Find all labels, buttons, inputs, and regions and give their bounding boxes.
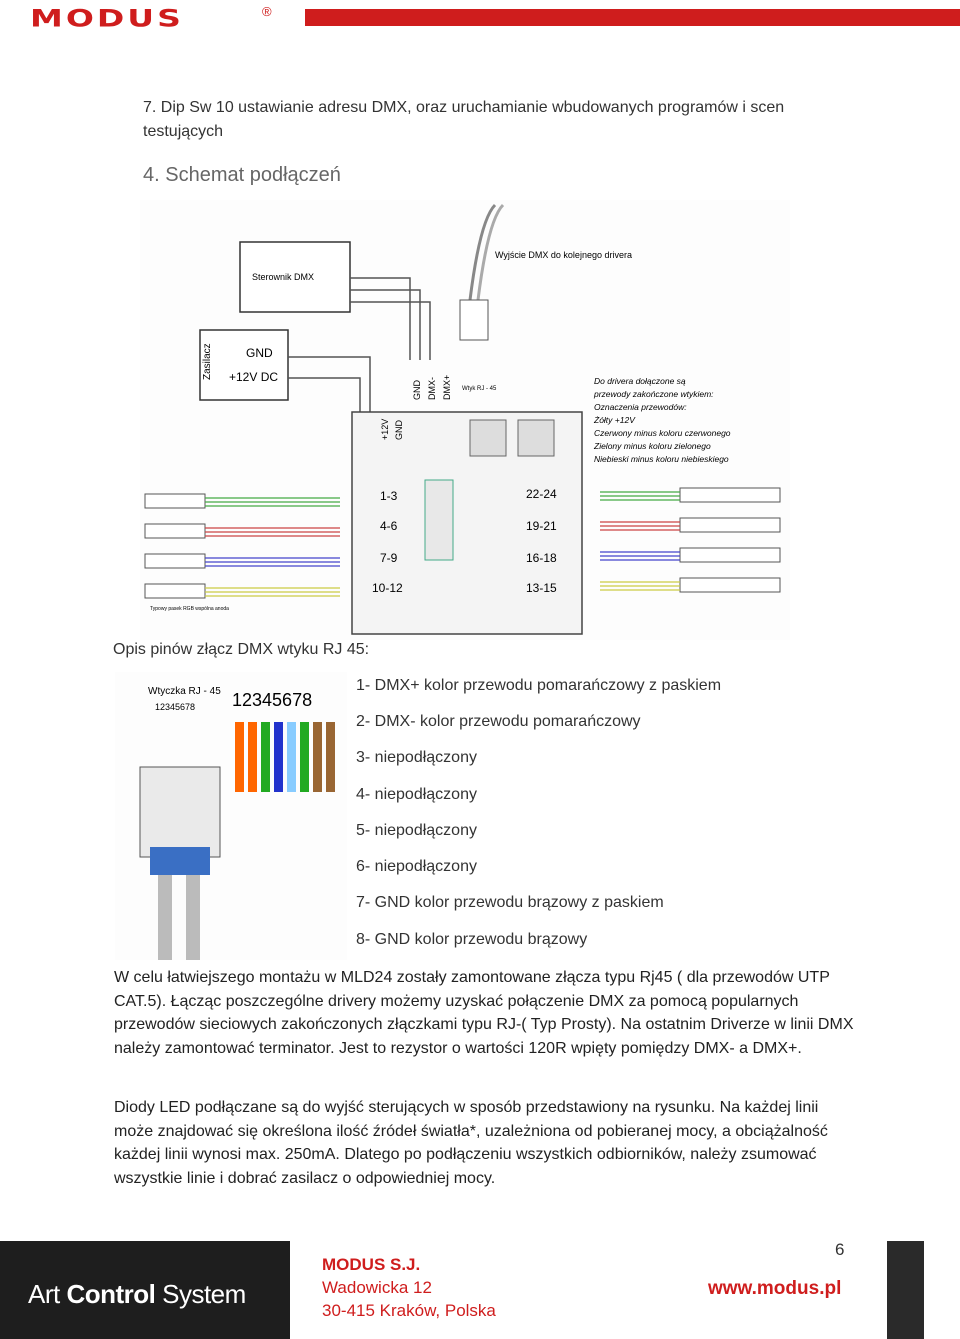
website-link[interactable]: www.modus.pl (708, 1278, 842, 1299)
psu-12v-label: +12V DC (229, 370, 278, 384)
pin-6: 6- niepodłączony (356, 858, 477, 875)
svg-text:Typowy pasek RGB wspólna anoda: Typowy pasek RGB wspólna anoda (150, 606, 229, 612)
svg-text:Oznaczenia przewodów:: Oznaczenia przewodów: (594, 402, 687, 412)
section-4-heading: 4. Schemat podłączeń (143, 164, 341, 186)
svg-text:GND: GND (394, 420, 404, 441)
rj45-heading: Opis pinów złącz DMX wtyku RJ 45: (113, 641, 370, 658)
channel-13-15: 13-15 (526, 581, 557, 595)
section-7-heading: 7. Dip Sw 10 ustawianie adresu DMX, oraz… (143, 99, 785, 140)
pin-3: 3- niepodłączony (356, 749, 477, 766)
rj45-plug-diagram: Wtyczka RJ - 45 12345678 12345678 (115, 672, 347, 960)
svg-text:DMX-: DMX- (427, 377, 437, 400)
pin-8: 8- GND kolor przewodu brązowy (356, 931, 588, 948)
svg-text:GND: GND (412, 380, 422, 401)
dmx-output-label: Wyjście DMX do kolejnego drivera (495, 250, 632, 260)
psu-gnd-label: GND (246, 346, 273, 360)
svg-text:12345678: 12345678 (155, 702, 195, 712)
footer-dark-panel (0, 1241, 290, 1339)
svg-text:DMX+: DMX+ (442, 375, 452, 400)
paragraph-dmx: W celu łatwiejszego montażu w MLD24 zost… (114, 969, 854, 1057)
channel-1-3: 1-3 (380, 489, 398, 503)
pin-2: 2- DMX- kolor przewodu pomarańczowy (356, 713, 641, 730)
rj45-output-plug (459, 299, 489, 341)
psu-label: Zasilacz (202, 343, 213, 380)
wiring-diagram: Sterownik DMX Zasilacz GND +12V DC Wyjśc… (140, 200, 790, 640)
channel-7-9: 7-9 (380, 551, 398, 565)
svg-text:Wtyczka RJ - 45: Wtyczka RJ - 45 (148, 686, 221, 697)
art-control-system-brand: Art Control System (28, 1279, 246, 1309)
page-number: 6 (835, 1240, 845, 1259)
svg-text:Do drivera dołączone są: Do drivera dołączone są (594, 376, 686, 386)
channel-16-18: 16-18 (526, 551, 557, 565)
company-name: MODUS S.J. (322, 1255, 421, 1274)
modus-logo: MODUS (30, 4, 184, 33)
svg-text:Niebieski minus koloru niebi: Niebieski minus koloru niebieskiego (594, 454, 729, 464)
footer-right-bar (887, 1241, 924, 1339)
svg-text:12345678: 12345678 (232, 690, 312, 710)
svg-text:Żółty +12V: Żółty +12V (593, 415, 636, 425)
company-city: 30-415 Kraków, Polska (322, 1301, 496, 1320)
registered-mark: ® (262, 4, 272, 19)
pin-1: 1- DMX+ kolor przewodu pomarańczowy z pa… (356, 677, 722, 694)
svg-text:+12V: +12V (380, 419, 390, 440)
svg-text:Wtyk RJ - 45: Wtyk RJ - 45 (462, 386, 497, 392)
channel-4-6: 4-6 (380, 519, 398, 533)
svg-text:Zielony minus koloru ziel: Zielony minus koloru zielonego (593, 441, 711, 451)
pin-7: 7- GND kolor przewodu brązowy z paskiem (356, 894, 664, 911)
channel-10-12: 10-12 (372, 581, 403, 595)
dmx-controller-box (239, 241, 351, 313)
channel-19-21: 19-21 (526, 519, 557, 533)
paragraph-led: Diody LED podłączane są do wyjść sterują… (114, 1099, 828, 1187)
pin-5: 5- niepodłączony (356, 822, 477, 839)
pin-4: 4- niepodłączony (356, 786, 477, 803)
svg-text:przewody zakończone wtykiem:: przewody zakończone wtykiem: (593, 389, 714, 399)
svg-text:Czerwony minus koloru czerwon: Czerwony minus koloru czerwonego (594, 428, 731, 438)
power-supply-box (199, 329, 289, 401)
header-red-bar (305, 9, 960, 26)
channel-22-24: 22-24 (526, 487, 557, 501)
controller-label: Sterownik DMX (252, 272, 314, 282)
company-street: Wadowicka 12 (322, 1278, 432, 1297)
